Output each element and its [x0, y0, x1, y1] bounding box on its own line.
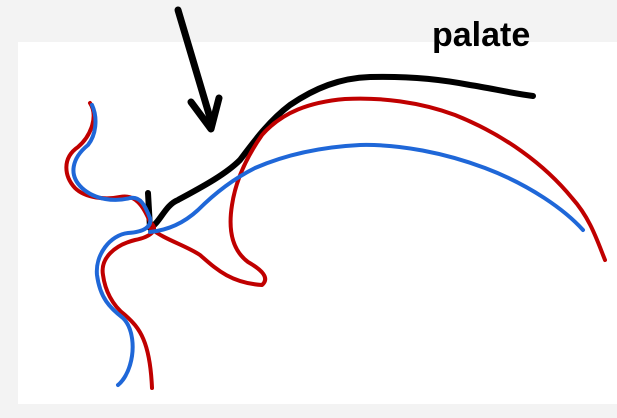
red-trace [66, 99, 605, 388]
blue-trace [73, 105, 583, 385]
